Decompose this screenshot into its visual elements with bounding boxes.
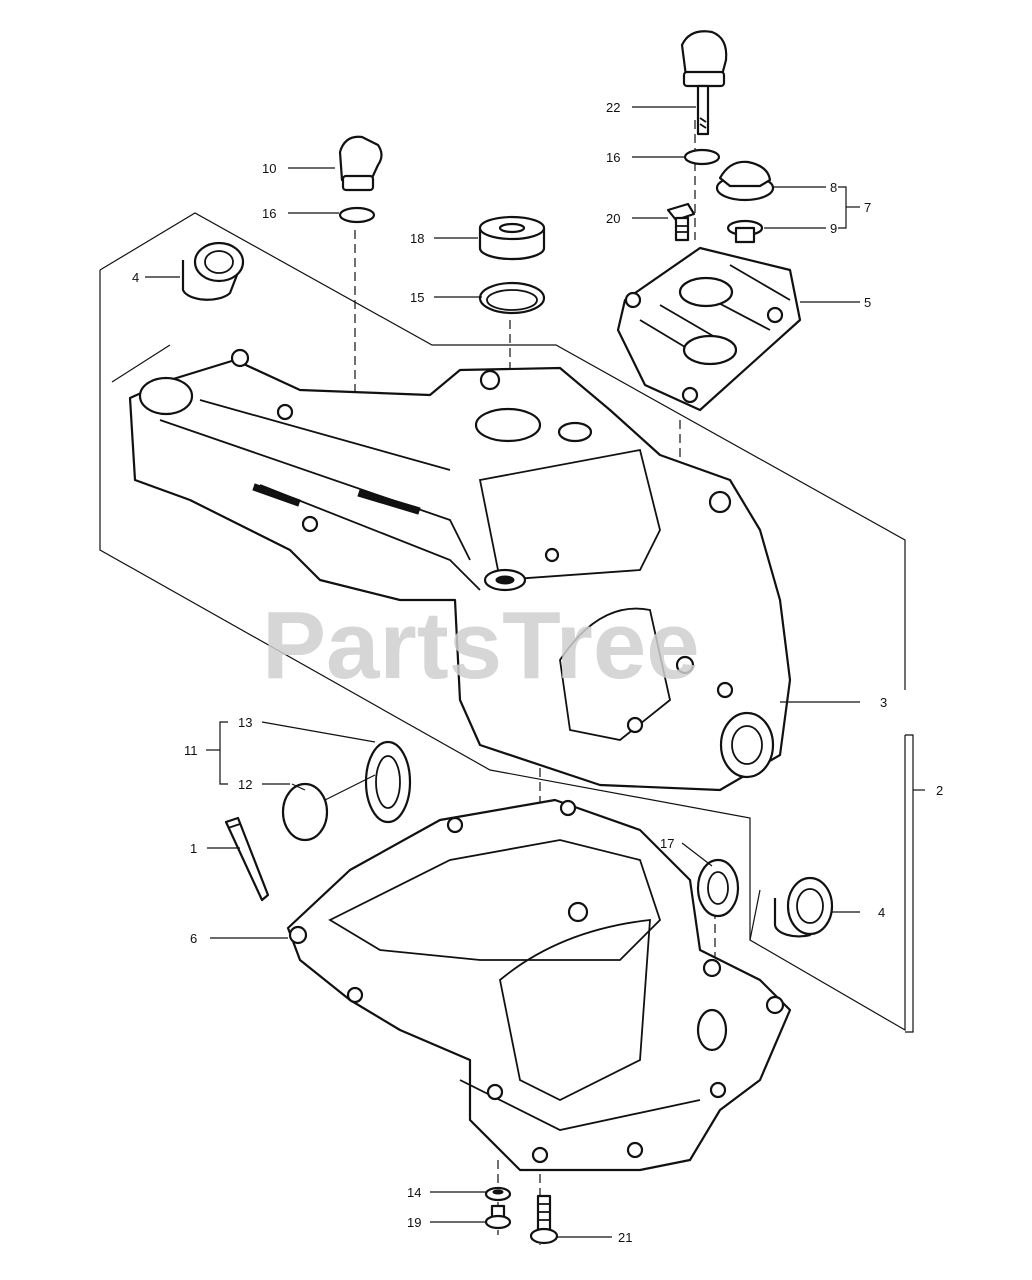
bolt-part-19 <box>484 1204 512 1230</box>
bearing-part-4-lower <box>773 876 834 938</box>
plug-part-9 <box>726 219 764 244</box>
callout-16-right: 16 <box>606 150 620 165</box>
callout-15: 15 <box>410 290 424 305</box>
callout-6: 6 <box>190 931 197 946</box>
bolt-part-21 <box>529 1194 559 1245</box>
cover-plate-part-5 <box>616 246 802 412</box>
seal-part-17 <box>696 858 740 918</box>
callout-16-left: 16 <box>262 206 276 221</box>
callout-3: 3 <box>880 695 887 710</box>
callout-8: 8 <box>830 180 837 195</box>
leader-lines <box>145 106 925 1238</box>
callout-11: 11 <box>184 743 198 758</box>
plug-part-12 <box>281 782 329 842</box>
washer-part-14 <box>484 1186 512 1202</box>
oil-seal-part-13 <box>364 740 412 824</box>
callout-13: 13 <box>238 715 252 730</box>
callout-7: 7 <box>864 200 871 215</box>
callout-1: 1 <box>190 841 197 856</box>
callout-14: 14 <box>407 1185 421 1200</box>
snap-ring-part-15 <box>478 281 546 315</box>
callout-9: 9 <box>830 221 837 236</box>
lower-housing-part-6 <box>286 798 792 1172</box>
callout-2: 2 <box>936 783 943 798</box>
watermark: PartsTree <box>262 592 700 699</box>
bolt-part-20 <box>666 202 696 242</box>
bearing-part-4-upper <box>181 241 245 301</box>
o-ring-part-16-left <box>338 206 376 224</box>
callout-19: 19 <box>407 1215 421 1230</box>
callout-21: 21 <box>618 1230 632 1245</box>
assembly-bracket-upper <box>99 212 906 1032</box>
callout-4-lower: 4 <box>878 905 885 920</box>
callout-22: 22 <box>606 100 620 115</box>
callout-labels: 22 16 10 16 8 7 20 9 18 4 15 5 3 13 11 1… <box>132 100 943 1245</box>
callout-5: 5 <box>864 295 871 310</box>
fill-cap-part-10 <box>338 135 383 192</box>
cap-part-8 <box>715 160 775 202</box>
callout-12: 12 <box>238 777 252 792</box>
dipstick-part-22 <box>680 30 728 136</box>
callout-4-upper: 4 <box>132 270 139 285</box>
callout-18: 18 <box>410 231 424 246</box>
callout-10: 10 <box>262 161 276 176</box>
bushing-part-18 <box>478 215 546 261</box>
o-ring-part-16-right <box>683 148 721 166</box>
callout-17: 17 <box>660 836 674 851</box>
dowel-pin-part-1 <box>224 816 270 902</box>
callout-20: 20 <box>606 211 620 226</box>
upper-housing-part-3 <box>128 348 792 792</box>
